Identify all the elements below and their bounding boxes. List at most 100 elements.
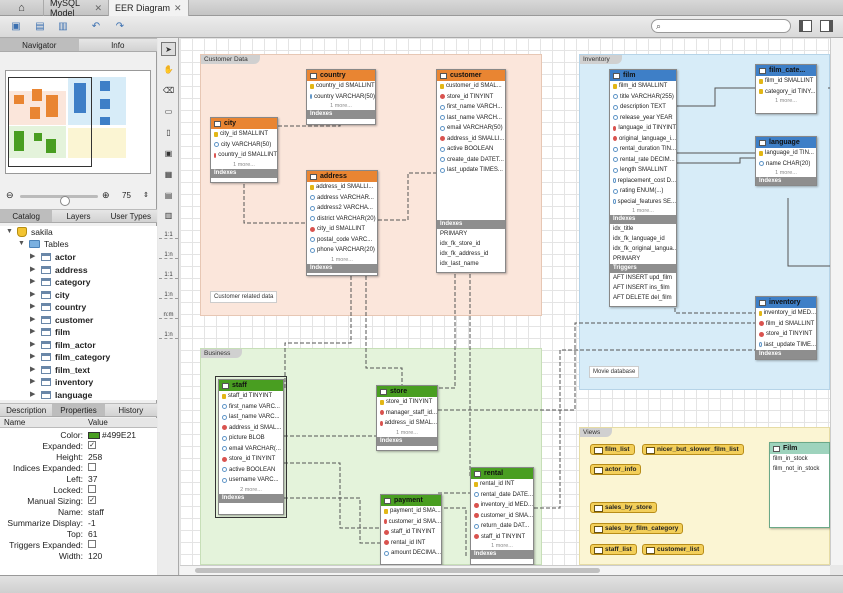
property-value[interactable]: -1 [88,518,96,528]
new-model-button[interactable]: ▣ [8,19,24,34]
table-column[interactable]: return_date DAT... [471,521,533,532]
routine-group-film[interactable]: Film film_in_stock film_not_in_stock [769,442,830,528]
table-customer[interactable]: customer customer_id SMAL... store_id TI… [436,69,506,273]
tree-table-customer[interactable]: ▶customer [30,314,93,326]
tab-info[interactable]: Info [111,41,125,50]
more-columns[interactable]: 1 more... [331,256,353,263]
routine-group-header[interactable]: Film [770,443,829,454]
close-icon[interactable]: ✕ [174,2,182,13]
table-header[interactable]: city [211,118,277,129]
triggers-section[interactable]: Triggers [610,264,676,273]
table-column[interactable]: city VARCHAR(50) [211,140,277,151]
relationship-1-1-identifying-button[interactable]: 1:1 [159,272,178,279]
property-row-summarize-display[interactable]: Summarize Display:-1 [0,518,157,529]
diagram-canvas[interactable]: Customer Data Business Inventory Views [180,38,830,565]
property-value[interactable]: 37 [88,474,98,484]
table-column[interactable]: city_id SMALLINT [307,224,377,235]
image-tool-button[interactable]: ▣ [161,146,176,160]
table-column[interactable]: email VARCHAR(50) [437,123,505,134]
checkbox[interactable] [88,463,96,471]
table-column[interactable]: rental_date DATE... [471,490,533,501]
expand-icon[interactable]: ▼ [6,228,13,235]
index-item[interactable]: idx_fk_language_id [613,236,665,242]
tree-table-country[interactable]: ▶country [30,301,86,313]
table-column[interactable]: manager_staff_id... [377,408,437,419]
table-column[interactable]: language_id TIN... [756,148,816,159]
expand-icon[interactable]: ▶ [30,316,36,323]
color-swatch[interactable] [88,432,100,439]
table-column[interactable]: address_id SMAL... [219,423,283,434]
relationship-1-n-nonidentifying-button[interactable]: 1:n [159,252,178,259]
view-actor-info[interactable]: actor_info [590,464,642,475]
table-header[interactable]: customer [437,70,505,81]
table-header[interactable]: film_cate... [756,65,816,76]
table-column[interactable]: title VARCHAR(255) [610,92,676,103]
table-column[interactable]: customer_id SMAL... [437,81,505,92]
routine-group-tool-button[interactable]: ▥ [161,208,176,222]
note-customer-related[interactable]: Customer related data [210,291,278,303]
table-column[interactable]: email VARCHAR(... [219,444,283,455]
tree-table-film-category[interactable]: ▶film_category [30,351,110,363]
table-column[interactable]: last_name VARC... [219,412,283,423]
indexes-section[interactable]: Indexes [756,350,816,359]
table-column[interactable]: category_id TINY... [756,87,816,98]
tab-mysql-model[interactable]: MySQL Model ✕ [44,0,109,18]
checkbox[interactable] [88,485,96,493]
view-nicer-but-slower-film-list[interactable]: nicer_but_slower_film_list [642,444,744,455]
more-columns[interactable]: 1 more... [396,429,418,436]
indexes-section[interactable]: Indexes [307,110,375,119]
indexes-section[interactable]: Indexes [219,493,283,503]
table-column[interactable]: rental_duration TIN... [610,144,676,155]
table-column[interactable]: country_id SMALLINT [211,150,277,161]
navigator-minimap[interactable] [5,70,151,174]
zoom-in-icon[interactable]: ⊕ [102,190,110,200]
property-row-triggers-expanded[interactable]: Triggers Expanded: [0,540,157,551]
indexes-section[interactable]: Indexes [756,177,816,185]
index-item[interactable]: idx_fk_address_id [440,250,489,257]
property-row-height[interactable]: Height:258 [0,452,157,463]
toggle-secondary-sidebar-button[interactable] [820,20,833,32]
table-header[interactable]: rental [471,468,533,479]
horizontal-scroll-thumb[interactable] [195,568,600,573]
expand-icon[interactable]: ▶ [30,391,36,398]
search-input[interactable] [664,21,775,31]
property-row-width[interactable]: Width:120 [0,551,157,562]
tree-table-film-text[interactable]: ▶film_text [30,364,90,376]
table-column[interactable]: staff_id TINYINT [471,532,533,543]
property-row-indices-expanded[interactable]: Indices Expanded: [0,463,157,474]
expand-icon[interactable]: ▶ [30,366,36,373]
property-row-manual-sizing[interactable]: Manual Sizing:✓ [0,496,157,507]
table-column[interactable]: address2 VARCHA... [307,203,377,214]
open-model-button[interactable]: ▤ [32,19,48,34]
index-item[interactable]: idx_last_name [440,260,479,267]
table-column[interactable]: special_features SE... [610,197,676,208]
table-column[interactable]: last_update TIME... [756,340,816,351]
table-column[interactable]: release_year YEAR [610,113,676,124]
tab-history[interactable]: History [118,406,144,415]
table-column[interactable]: active BOOLEAN [437,144,505,155]
indexes-section[interactable]: Indexes [437,219,505,229]
table-column[interactable]: address_id SMALLI... [307,182,377,193]
checkbox[interactable]: ✓ [88,441,96,449]
tab-user-types[interactable]: User Types [110,212,151,221]
view-tool-button[interactable]: ▤ [161,188,176,202]
table-column[interactable]: first_name VARCH... [437,102,505,113]
more-columns[interactable]: 2 more... [240,486,262,493]
view-customer-list[interactable]: customer_list [642,544,705,555]
property-row-expanded[interactable]: Expanded:✓ [0,441,157,452]
vertical-scrollbar[interactable] [830,38,843,565]
indexes-section[interactable]: Indexes [211,168,277,178]
horizontal-scrollbar[interactable] [180,565,830,575]
tab-layers[interactable]: Layers [66,212,91,221]
expand-icon[interactable]: ▼ [18,240,25,247]
expand-icon[interactable]: ▶ [30,291,36,298]
eraser-tool-button[interactable]: ⌫ [161,83,176,97]
expand-icon[interactable]: ▶ [30,253,36,260]
more-columns[interactable]: 1 more... [491,543,513,549]
expand-icon[interactable]: ▶ [30,266,36,273]
table-language[interactable]: language language_id TIN... name CHAR(20… [755,136,817,186]
table-column[interactable]: store_id TINYINT [437,92,505,103]
table-column[interactable]: staff_id TINYINT [219,391,283,402]
layer-tool-button[interactable]: ▭ [161,104,176,118]
table-column[interactable]: city_id SMALLINT [211,129,277,140]
